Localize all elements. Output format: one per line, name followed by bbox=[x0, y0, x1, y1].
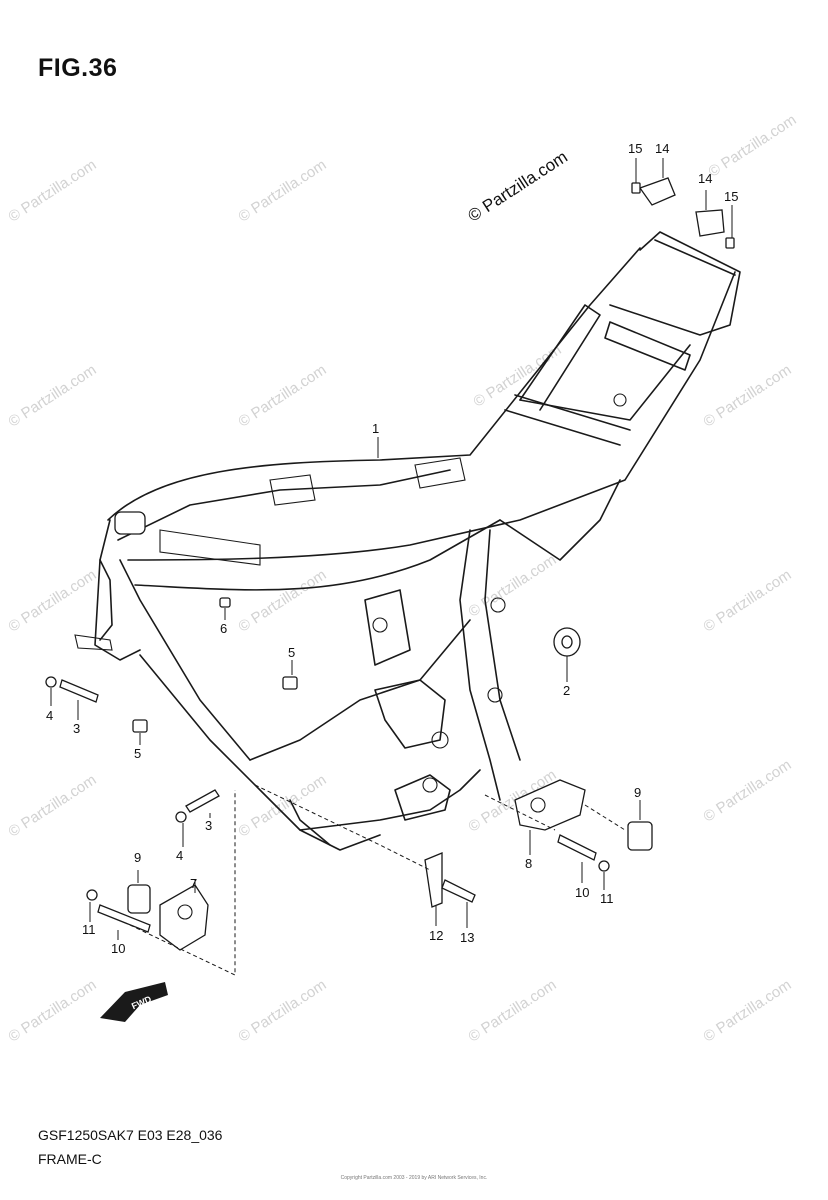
leader-lines bbox=[50, 158, 733, 976]
callout-label: 9 bbox=[634, 785, 641, 800]
callout-label: 8 bbox=[525, 856, 532, 871]
figure-name: FRAME-C bbox=[38, 1151, 102, 1167]
copyright-text: Copyright Partzilla.com 2003 - 2019 by A… bbox=[340, 1175, 488, 1181]
callout-label: 2 bbox=[563, 683, 570, 698]
figure-code: GSF1250SAK7 E03 E28_036 bbox=[38, 1127, 223, 1143]
callout-label: 12 bbox=[429, 928, 443, 943]
callout-label: 4 bbox=[176, 848, 183, 863]
motorcycle-frame bbox=[74, 231, 741, 851]
callout-label: 15 bbox=[724, 189, 738, 204]
callout-label: 4 bbox=[46, 708, 53, 723]
callout-label: 9 bbox=[134, 850, 141, 865]
fwd-arrow: FWD bbox=[100, 982, 168, 1022]
callout-label: 3 bbox=[205, 818, 212, 833]
callout-label: 10 bbox=[575, 885, 589, 900]
detached-parts bbox=[45, 177, 735, 951]
callout-label: 1 bbox=[372, 421, 379, 436]
callout-label: 6 bbox=[220, 621, 227, 636]
callout-label: 5 bbox=[134, 746, 141, 761]
figure-title: FIG.36 bbox=[38, 54, 118, 82]
callout-label: 3 bbox=[73, 721, 80, 736]
callout-label: 11 bbox=[82, 922, 96, 937]
callout-label: 5 bbox=[288, 645, 295, 660]
callout-label: 14 bbox=[698, 171, 712, 186]
callout-label: 13 bbox=[460, 930, 474, 945]
callout-label: 7 bbox=[190, 876, 197, 891]
callout-label: 14 bbox=[655, 141, 669, 156]
callout-label: 11 bbox=[600, 891, 614, 906]
callout-label: 15 bbox=[628, 141, 642, 156]
callout-label: 10 bbox=[111, 941, 125, 956]
